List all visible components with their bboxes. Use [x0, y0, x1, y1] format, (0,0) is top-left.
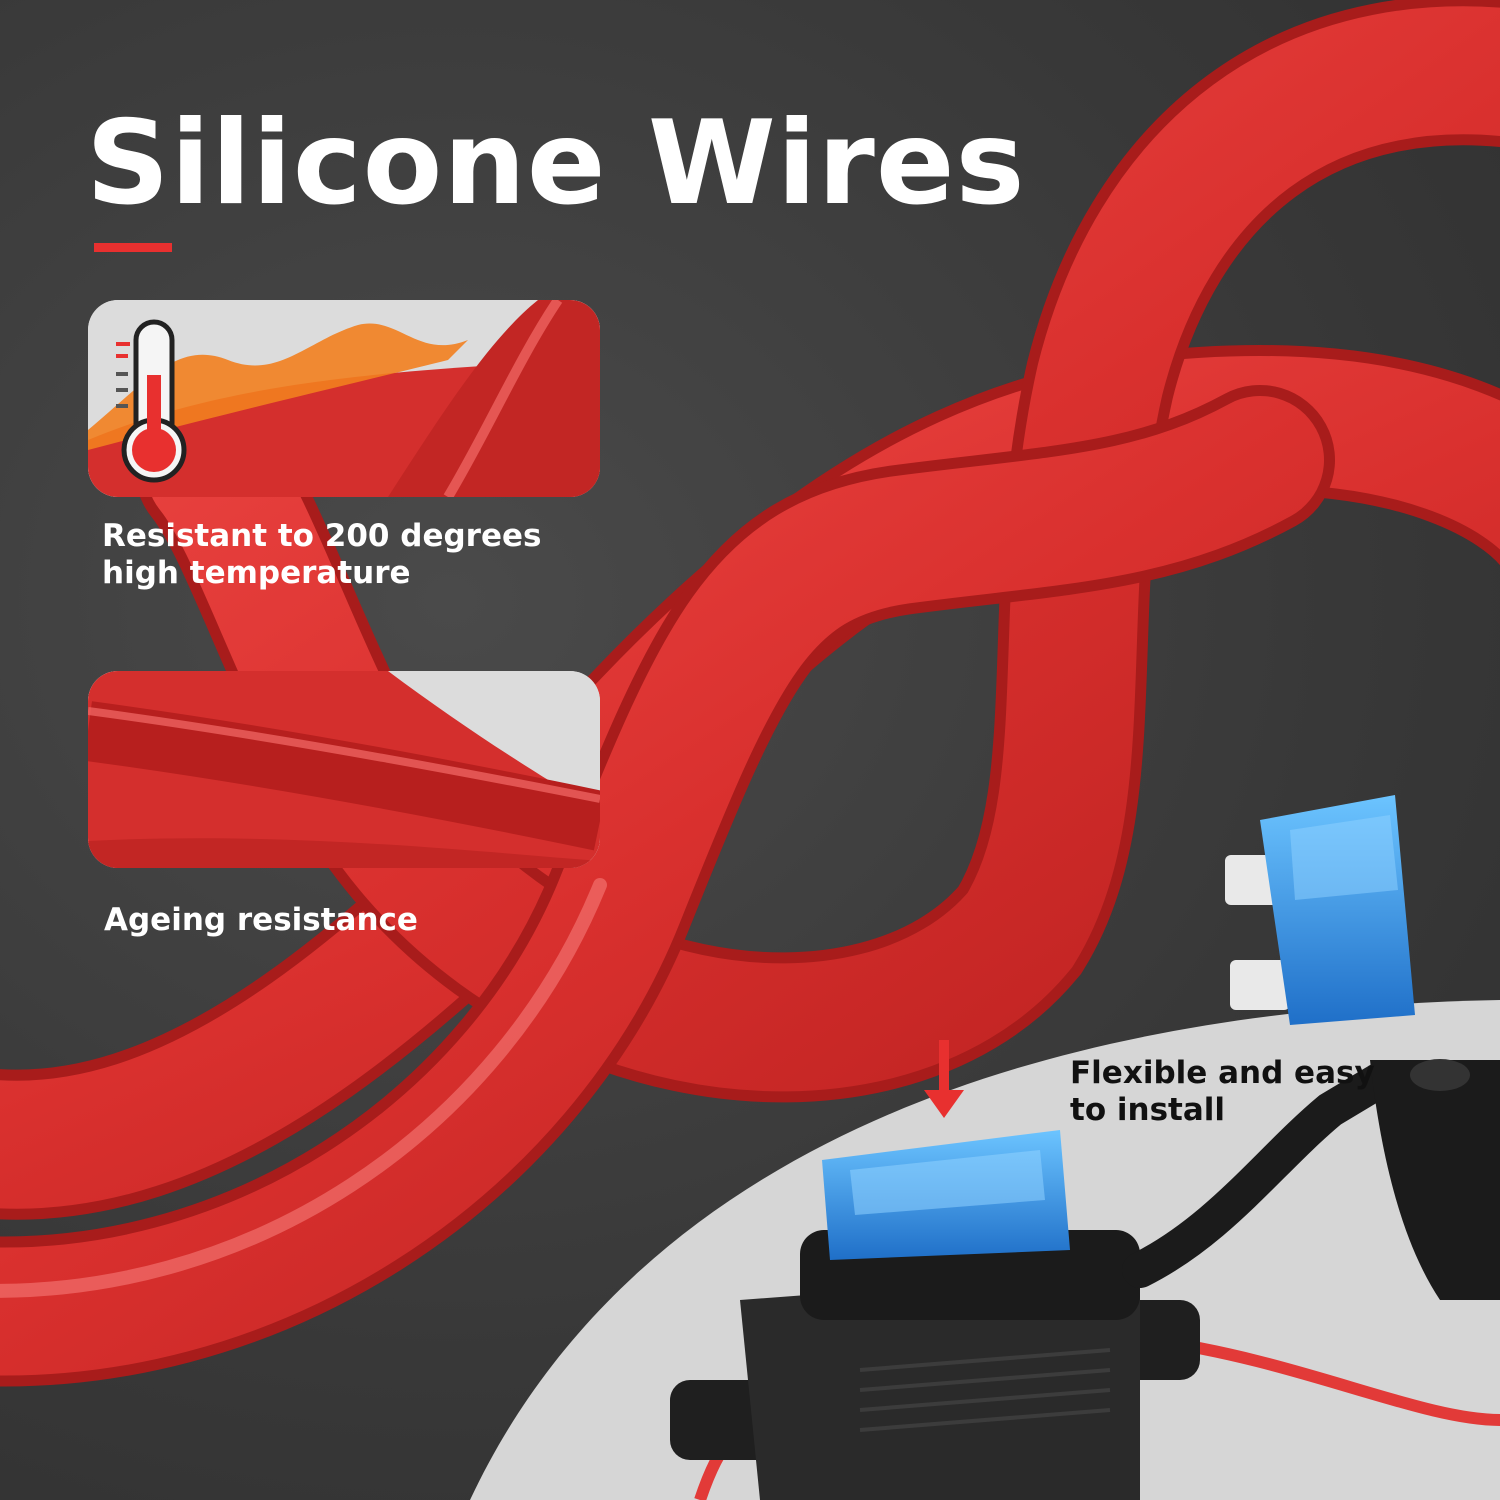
- arrow-down-icon: [924, 1040, 964, 1118]
- feature-ageing-resistance: Ageing resistance: [104, 902, 418, 938]
- title-accent-bar: [94, 243, 172, 252]
- feature-easy-install: Flexible and easy to install: [1070, 1055, 1375, 1128]
- thermometer-icon: [116, 319, 187, 483]
- fuse-holder: [670, 1059, 1500, 1500]
- heat-resistance-card: [88, 300, 600, 497]
- red-wire-strand-front: [0, 385, 1335, 1387]
- ageing-resistance-card: [88, 671, 600, 868]
- page-title: Silicone Wires: [86, 96, 1026, 231]
- feature-heat-resistance: Resistant to 200 degrees high temperatur…: [102, 518, 542, 591]
- fuse-icon: [1225, 795, 1415, 1025]
